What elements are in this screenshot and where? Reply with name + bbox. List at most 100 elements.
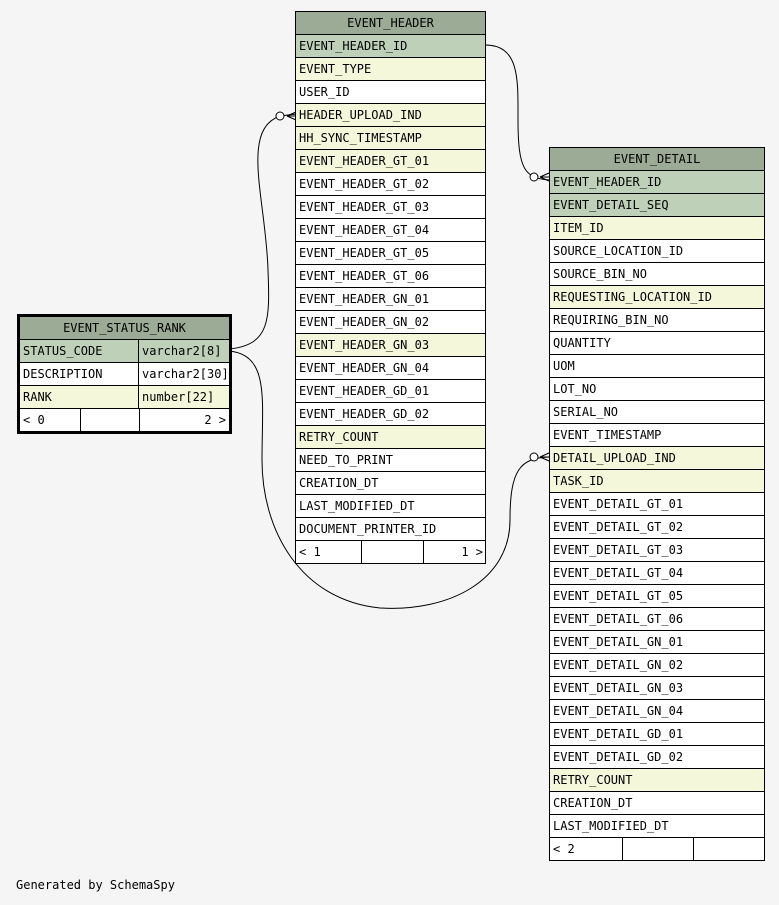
column-row[interactable]: USER_ID — [296, 81, 485, 104]
column-row[interactable]: TASK_ID — [550, 470, 764, 493]
column-row[interactable]: EVENT_DETAIL_GT_04 — [550, 562, 764, 585]
column-row[interactable]: EVENT_HEADER_GT_01 — [296, 150, 485, 173]
column-row[interactable]: LOT_NO — [550, 378, 764, 401]
column-name: EVENT_HEADER_GN_02 — [299, 315, 430, 329]
column-row[interactable]: EVENT_DETAIL_GN_04 — [550, 700, 764, 723]
column-row[interactable]: EVENT_TYPE — [296, 58, 485, 81]
column-row[interactable]: SOURCE_LOCATION_ID — [550, 240, 764, 263]
column-row[interactable]: EVENT_HEADER_ID — [296, 35, 485, 58]
column-name: EVENT_HEADER_GT_01 — [299, 154, 430, 168]
column-row[interactable]: HEADER_UPLOAD_IND — [296, 104, 485, 127]
column-row[interactable]: EVENT_HEADER_GD_02 — [296, 403, 485, 426]
column-name: EVENT_DETAIL_GD_02 — [553, 750, 684, 764]
column-name: NEED_TO_PRINT — [299, 453, 393, 467]
column-row[interactable]: EVENT_DETAIL_GT_01 — [550, 493, 764, 516]
column-name: RETRY_COUNT — [553, 773, 633, 787]
column-row[interactable]: LAST_MODIFIED_DT — [550, 815, 764, 838]
column-row[interactable]: SERIAL_NO — [550, 401, 764, 424]
table-title[interactable]: EVENT_STATUS_RANK — [20, 317, 229, 340]
column-row[interactable]: EVENT_HEADER_GT_03 — [296, 196, 485, 219]
column-row[interactable]: EVENT_DETAIL_GN_02 — [550, 654, 764, 677]
column-name: ITEM_ID — [553, 221, 604, 235]
column-row[interactable]: RETRY_COUNT — [550, 769, 764, 792]
parents-count[interactable]: < 2 — [550, 838, 623, 860]
column-row[interactable]: EVENT_HEADER_GT_05 — [296, 242, 485, 265]
column-name: EVENT_DETAIL_GT_03 — [553, 543, 684, 557]
column-name: REQUIRING_BIN_NO — [553, 313, 669, 327]
column-row[interactable]: LAST_MODIFIED_DT — [296, 495, 485, 518]
column-row[interactable]: EVENT_HEADER_ID — [550, 171, 764, 194]
column-row[interactable]: CREATION_DT — [550, 792, 764, 815]
column-row[interactable]: RETRY_COUNT — [296, 426, 485, 449]
column-row[interactable]: EVENT_HEADER_GN_03 — [296, 334, 485, 357]
column-row[interactable]: EVENT_HEADER_GT_02 — [296, 173, 485, 196]
column-row[interactable]: DETAIL_UPLOAD_IND — [550, 447, 764, 470]
column-row[interactable]: EVENT_DETAIL_SEQ — [550, 194, 764, 217]
column-name: EVENT_HEADER_GN_01 — [299, 292, 430, 306]
column-name: EVENT_HEADER_ID — [299, 39, 408, 53]
table-title[interactable]: EVENT_HEADER — [296, 12, 485, 35]
column-row[interactable]: EVENT_DETAIL_GN_01 — [550, 631, 764, 654]
column-name: USER_ID — [299, 85, 350, 99]
column-row[interactable]: DOCUMENT_PRINTER_ID — [296, 518, 485, 541]
column-row[interactable]: EVENT_HEADER_GD_01 — [296, 380, 485, 403]
column-name: EVENT_HEADER_GT_04 — [299, 223, 430, 237]
column-row[interactable]: REQUESTING_LOCATION_ID — [550, 286, 764, 309]
column-row[interactable]: EVENT_TIMESTAMP — [550, 424, 764, 447]
column-row[interactable]: REQUIRING_BIN_NO — [550, 309, 764, 332]
column-row[interactable]: CREATION_DT — [296, 472, 485, 495]
column-name: EVENT_DETAIL_GN_02 — [553, 658, 684, 672]
column-row[interactable]: SOURCE_BIN_NO — [550, 263, 764, 286]
column-row[interactable]: EVENT_DETAIL_GT_02 — [550, 516, 764, 539]
column-row[interactable]: EVENT_DETAIL_GN_03 — [550, 677, 764, 700]
link-rank-to-header-crowfoot — [286, 111, 297, 121]
column-row[interactable]: EVENT_DETAIL_GT_03 — [550, 539, 764, 562]
column-row[interactable]: QUANTITY — [550, 332, 764, 355]
column-row[interactable]: EVENT_HEADER_GT_04 — [296, 219, 485, 242]
column-name: RETRY_COUNT — [299, 430, 379, 444]
column-name: EVENT_HEADER_GT_06 — [299, 269, 430, 283]
column-type: varchar2[8] — [142, 344, 222, 358]
link-header-to-detail — [484, 44, 550, 181]
column-row[interactable]: EVENT_HEADER_GN_04 — [296, 357, 485, 380]
column-name: LOT_NO — [553, 382, 597, 396]
parents-count[interactable]: < 0 — [20, 409, 81, 431]
column-row[interactable]: EVENT_HEADER_GN_02 — [296, 311, 485, 334]
column-row[interactable]: EVENT_DETAIL_GD_01 — [550, 723, 764, 746]
column-name: TASK_ID — [553, 474, 604, 488]
column-name: DETAIL_UPLOAD_IND — [553, 451, 676, 465]
column-row[interactable]: EVENT_DETAIL_GT_06 — [550, 608, 764, 631]
parents-count[interactable]: < 1 — [296, 541, 362, 563]
column-name: CREATION_DT — [299, 476, 379, 490]
column-name: EVENT_DETAIL_SEQ — [553, 198, 669, 212]
column-list: EVENT_HEADER_ID EVENT_DETAIL_SEQ ITEM_ID SO… — [550, 171, 764, 838]
table-event-detail[interactable]: EVENT_DETAIL EVENT_HEADER_ID EVENT_DETAIL… — [549, 147, 765, 861]
link-rank-to-detail-optional-marker — [529, 452, 539, 462]
column-name: REQUESTING_LOCATION_ID — [553, 290, 712, 304]
table-event-header[interactable]: EVENT_HEADER EVENT_HEADER_ID EVENT_TYPE US… — [295, 11, 486, 564]
column-name: EVENT_TYPE — [299, 62, 372, 76]
column-row[interactable]: UOM — [550, 355, 764, 378]
row-count — [623, 838, 694, 860]
children-count[interactable]: 1 > — [461, 545, 484, 559]
children-count[interactable]: 2 > — [204, 413, 226, 427]
table-title[interactable]: EVENT_DETAIL — [550, 148, 764, 171]
column-row[interactable]: EVENT_DETAIL_GD_02 — [550, 746, 764, 769]
column-row[interactable]: EVENT_DETAIL_GT_05 — [550, 585, 764, 608]
column-name: SOURCE_LOCATION_ID — [553, 244, 684, 258]
column-row[interactable]: EVENT_HEADER_GN_01 — [296, 288, 485, 311]
column-row[interactable]: EVENT_HEADER_GT_06 — [296, 265, 485, 288]
column-name: EVENT_HEADER_GT_03 — [299, 200, 430, 214]
column-row[interactable]: HH_SYNC_TIMESTAMP — [296, 127, 485, 150]
column-row[interactable]: NEED_TO_PRINT — [296, 449, 485, 472]
column-name: EVENT_HEADER_GN_03 — [299, 338, 430, 352]
row-count — [362, 541, 424, 563]
column-row[interactable]: ITEM_ID — [550, 217, 764, 240]
column-name: EVENT_DETAIL_GN_01 — [553, 635, 684, 649]
column-name: EVENT_HEADER_GT_05 — [299, 246, 430, 260]
column-name: EVENT_TIMESTAMP — [553, 428, 662, 442]
